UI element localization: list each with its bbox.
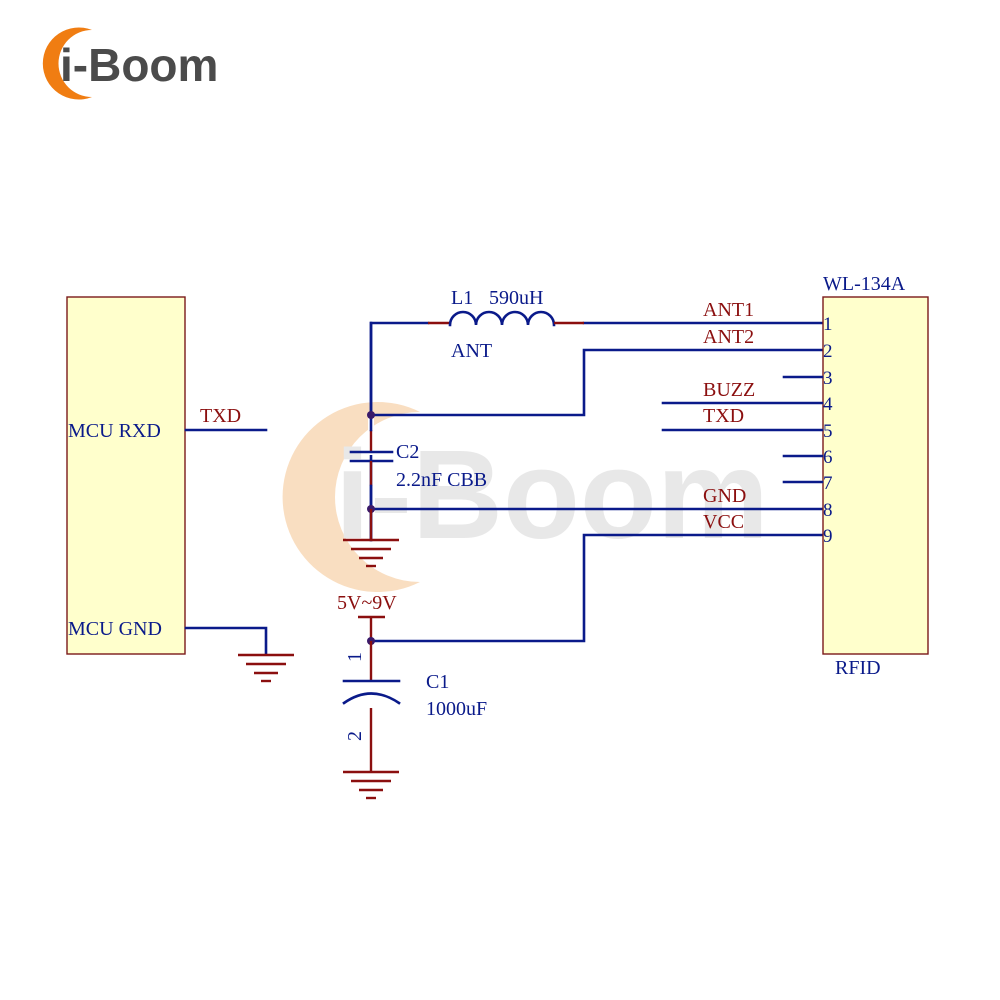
c1-pin1-label: 1 bbox=[344, 652, 366, 662]
capacitor-c1: 1 2 C1 1000uF bbox=[342, 641, 487, 772]
watermark-text: i-Boom bbox=[335, 424, 769, 565]
rfid-name-label: RFID bbox=[835, 657, 881, 679]
rfid-net-label: ANT1 bbox=[703, 299, 754, 321]
inductor-coil-icon bbox=[448, 310, 556, 327]
watermark: i-Boom bbox=[282, 402, 769, 592]
rfid-pin-number: 1 bbox=[823, 314, 833, 335]
inductor-designator: L1 bbox=[451, 287, 473, 309]
c1-value: 1000uF bbox=[426, 698, 487, 720]
mcu-body bbox=[66, 296, 186, 655]
mcu-txd-net-label: TXD bbox=[200, 405, 241, 427]
c2-value: 2.2nF CBB bbox=[396, 469, 487, 491]
c1-pin2-label: 2 bbox=[344, 731, 366, 741]
c1-designator: C1 bbox=[426, 671, 449, 693]
wire-vcc bbox=[369, 533, 824, 643]
mcu-gnd-wire bbox=[184, 626, 268, 656]
antenna-network: L1 590uH ANT C2 2.2nF CBB bbox=[349, 287, 824, 542]
rfid-pin-number: 4 bbox=[823, 394, 833, 415]
c1-plate-bottom-curved bbox=[342, 692, 401, 705]
rfid-pin-number: 9 bbox=[823, 526, 833, 547]
rfid-net-label: TXD bbox=[703, 405, 744, 427]
rfid-part-label: WL-134A bbox=[823, 273, 906, 295]
rfid-net-label: VCC bbox=[703, 511, 744, 533]
logo-text: i-Boom bbox=[60, 39, 218, 91]
wire-ant2 bbox=[369, 348, 824, 417]
rfid-pin-number: 2 bbox=[823, 341, 833, 362]
rfid-module: WL-134A RFID 1 2 3 4 5 6 7 8 9 ANT1 ANT2… bbox=[661, 273, 929, 679]
mcu-rxd-label: MCU RXD bbox=[68, 420, 161, 442]
rfid-net-label: BUZZ bbox=[703, 379, 755, 401]
mcu-block: MCU RXD MCU GND TXD bbox=[66, 296, 268, 656]
mcu-gnd-label: MCU GND bbox=[68, 618, 162, 640]
rfid-net-label: ANT2 bbox=[703, 326, 754, 348]
supply-label: 5V~9V bbox=[337, 592, 397, 614]
rfid-net-label: GND bbox=[703, 485, 746, 507]
logo-crescent-icon bbox=[42, 27, 92, 100]
rfid-pin-number: 6 bbox=[823, 447, 833, 468]
rfid-pin-number: 7 bbox=[823, 473, 833, 494]
ground-symbol-c2 bbox=[343, 509, 399, 568]
inductor-l1: L1 590uH ANT bbox=[428, 287, 584, 362]
ground-symbol-mcu bbox=[238, 653, 294, 683]
rfid-pin-number: 8 bbox=[823, 500, 833, 521]
brand-logo: i-Boom bbox=[42, 27, 218, 100]
rfid-body bbox=[822, 296, 929, 655]
rfid-pin-number: 5 bbox=[823, 421, 833, 442]
c2-designator: C2 bbox=[396, 441, 419, 463]
junction-dot-ant2 bbox=[367, 411, 375, 419]
ground-symbol-c1 bbox=[343, 770, 399, 800]
inductor-value: 590uH bbox=[489, 287, 543, 309]
inductor-note: ANT bbox=[451, 340, 492, 362]
rfid-pin-number: 3 bbox=[823, 368, 833, 389]
watermark-crescent-icon bbox=[282, 402, 420, 592]
